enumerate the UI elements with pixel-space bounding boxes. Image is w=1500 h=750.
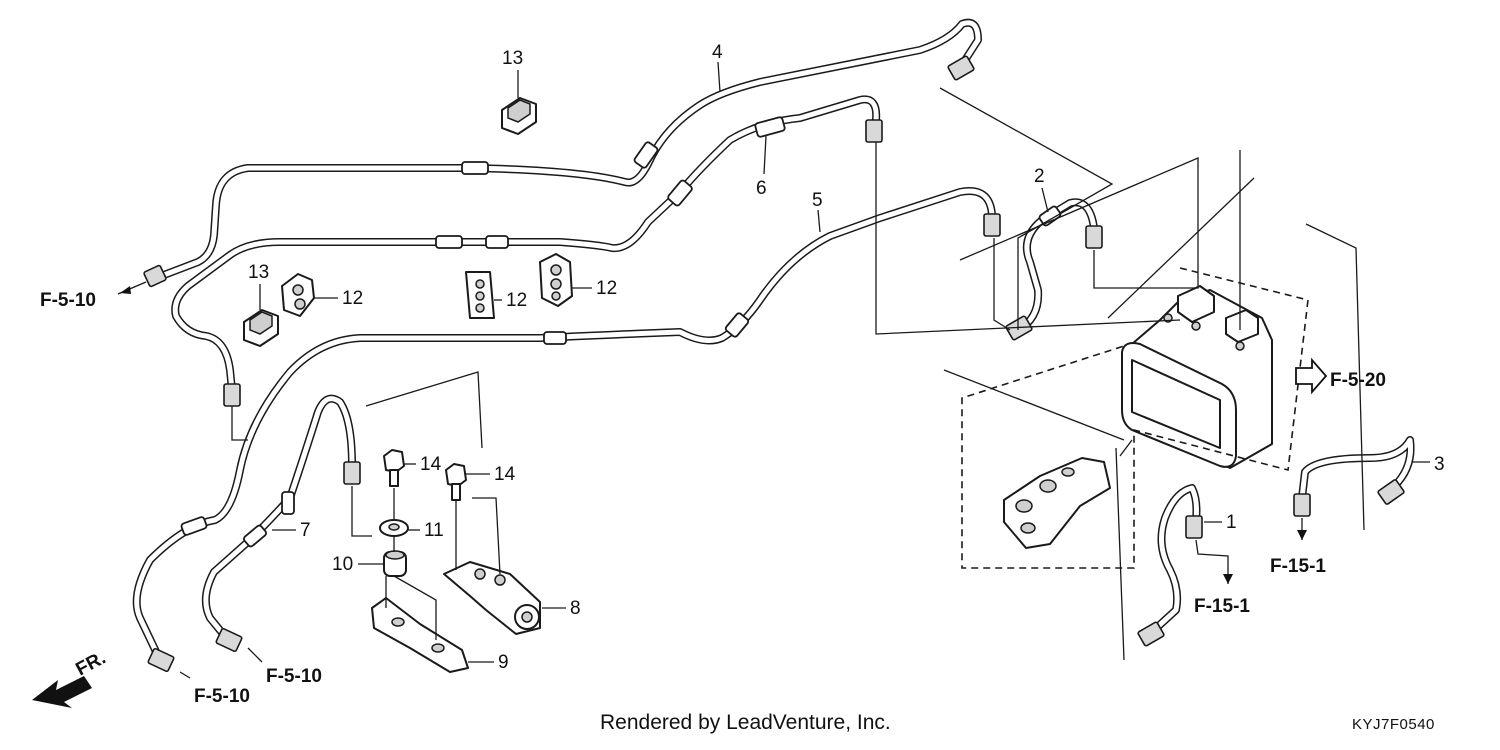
callout-2: 2 — [1034, 166, 1045, 187]
brake-pipe-2 — [1014, 198, 1098, 334]
pipe-clip-13-upper — [501, 97, 537, 135]
brake-pipe-1 — [1148, 484, 1201, 636]
credit-text: Rendered by LeadVenture, Inc. — [600, 711, 891, 734]
ref-f-5-20: F-5-20 — [1330, 370, 1386, 391]
brake-pipe-3 — [1298, 436, 1415, 502]
diagram-code: KYJ7F0540 — [1352, 716, 1435, 733]
callout-10: 10 — [332, 554, 353, 575]
callout-4: 4 — [712, 42, 723, 63]
direction-label: FR. — [72, 648, 109, 681]
callout-13-lower: 13 — [248, 262, 269, 283]
ref-f-5-10-upper: F-5-10 — [40, 290, 96, 311]
ref-f-5-10-lower-right: F-5-10 — [266, 666, 322, 687]
washer-11 — [379, 519, 409, 537]
callout-1: 1 — [1226, 512, 1237, 533]
pipe-clamp-12-left — [281, 273, 315, 317]
ref-f-15-1-left: F-15-1 — [1194, 596, 1250, 617]
ref-arrows — [1223, 357, 1328, 584]
stay-plate-9 — [371, 597, 469, 673]
pipe-clamp-12-right — [539, 253, 573, 307]
leader-lines — [179, 87, 1365, 679]
pipe-clip-13-lower — [243, 309, 279, 347]
brake-pipe-5 — [132, 187, 996, 664]
callout-numbers: 1 2 3 4 5 6 7 8 9 10 11 12 12 12 13 13 1… — [248, 42, 1445, 673]
callout-13-upper: 13 — [502, 48, 523, 69]
brake-pipe-6 — [171, 95, 881, 394]
callout-7: 7 — [300, 520, 311, 541]
callout-12-left: 12 — [342, 288, 363, 309]
callout-6: 6 — [756, 178, 767, 199]
bolt-14-left — [383, 449, 405, 487]
pipe-sleeves — [180, 116, 1062, 548]
pipe-clamp-12-middle — [465, 271, 495, 319]
flare-nuts — [143, 55, 1405, 673]
abs-bracket — [1003, 457, 1111, 549]
callout-14-left: 14 — [420, 454, 442, 475]
reference-labels: F-5-10 F-5-10 F-5-10 F-5-20 F-15-1 F-15-… — [40, 281, 1386, 707]
ref-f-5-10-lower-left: F-5-10 — [194, 686, 250, 707]
ref-f-15-1-right: F-15-1 — [1270, 556, 1326, 577]
callout-14-right: 14 — [494, 464, 516, 485]
callout-8: 8 — [570, 598, 581, 619]
callout-12-middle: 12 — [506, 290, 527, 311]
three-way-joint-8 — [443, 561, 541, 635]
abs-assembly-boundary — [961, 267, 1309, 569]
brake-pipe-7 — [201, 394, 356, 644]
rubber-mount-10 — [383, 550, 407, 577]
callout-12-right: 12 — [596, 278, 617, 299]
bolt-14-right — [445, 463, 467, 501]
callout-3: 3 — [1434, 454, 1445, 475]
front-direction-arrow: FR. — [32, 648, 109, 708]
abs-modulator-unit — [1121, 285, 1273, 469]
callout-11: 11 — [424, 520, 444, 541]
callout-5: 5 — [812, 190, 823, 211]
callout-9: 9 — [498, 652, 509, 673]
